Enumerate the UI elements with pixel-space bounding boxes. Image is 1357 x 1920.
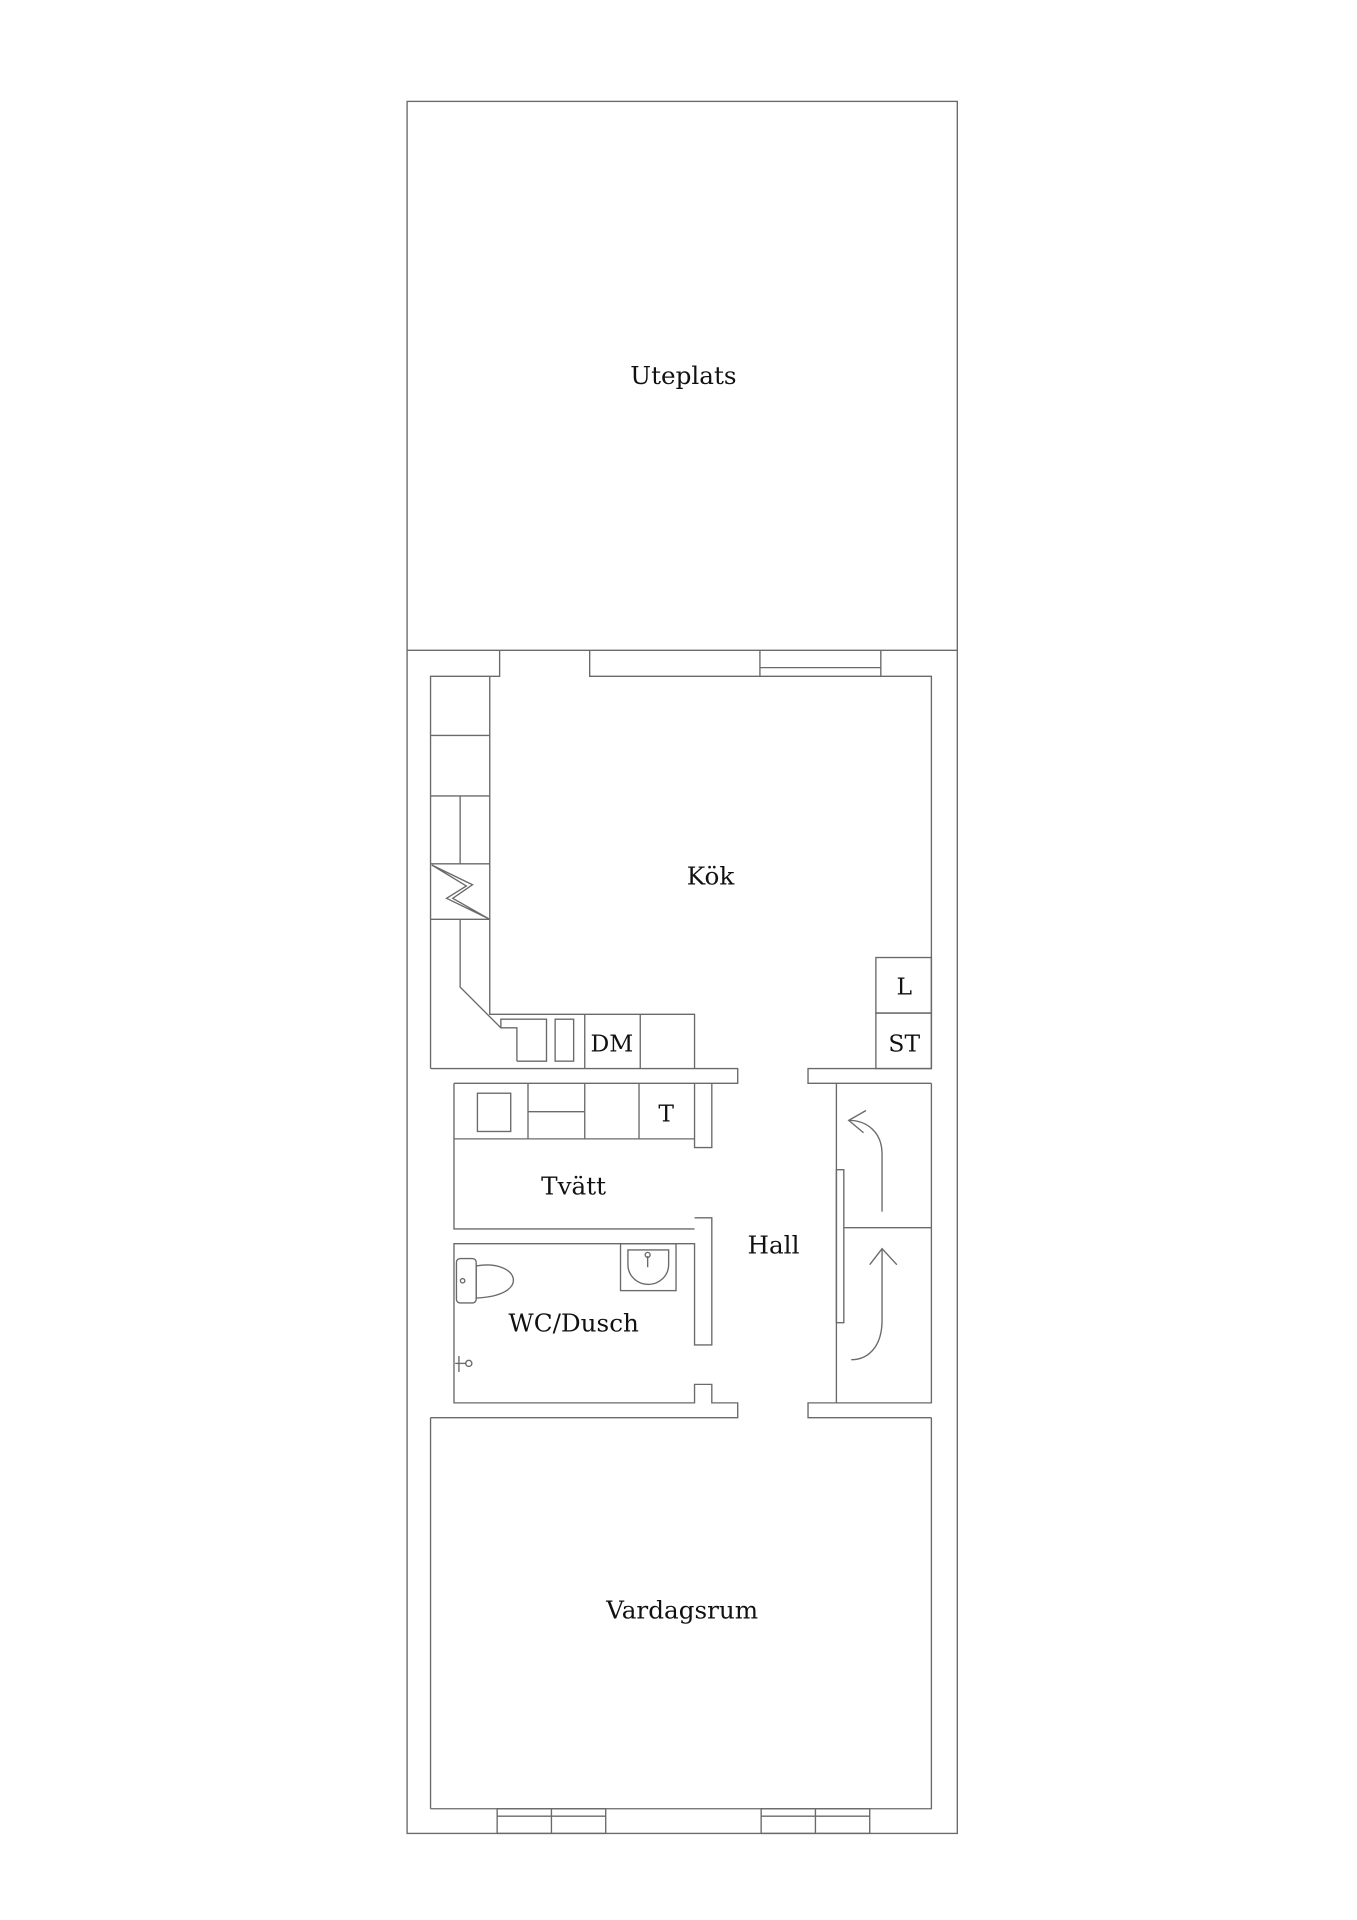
toilet-icon [455,1257,514,1304]
fixture-label-l: L [896,973,912,1001]
kitchen-counter [430,676,696,1069]
kitchen-walls [429,650,933,1085]
closet [807,1083,933,1419]
room-label-wc-dusch: WC/Dusch [508,1308,639,1337]
fixture-label-dm: DM [591,1029,634,1057]
fixture-label-st: ST [888,1029,920,1057]
laundry-walls [453,1083,713,1230]
outer-boundary [406,100,958,1835]
stove-icon [431,864,491,920]
room-label-uteplats: Uteplats [630,361,736,390]
room-label-vardagsrum: Vardagsrum [605,1596,758,1625]
room-label-tvatt: Tvätt [541,1171,606,1200]
room-label-hall: Hall [747,1231,799,1260]
cupboard-cabinet [875,1012,933,1070]
room-label-kok: Kök [687,862,736,891]
bathroom-walls [429,1217,739,1809]
living-room-walls [430,1417,933,1835]
sink-icon [619,1243,677,1292]
fixture-label-t: T [658,1100,674,1128]
closet-door-arrow-icon [847,1109,898,1361]
shower-head-icon [455,1355,473,1373]
